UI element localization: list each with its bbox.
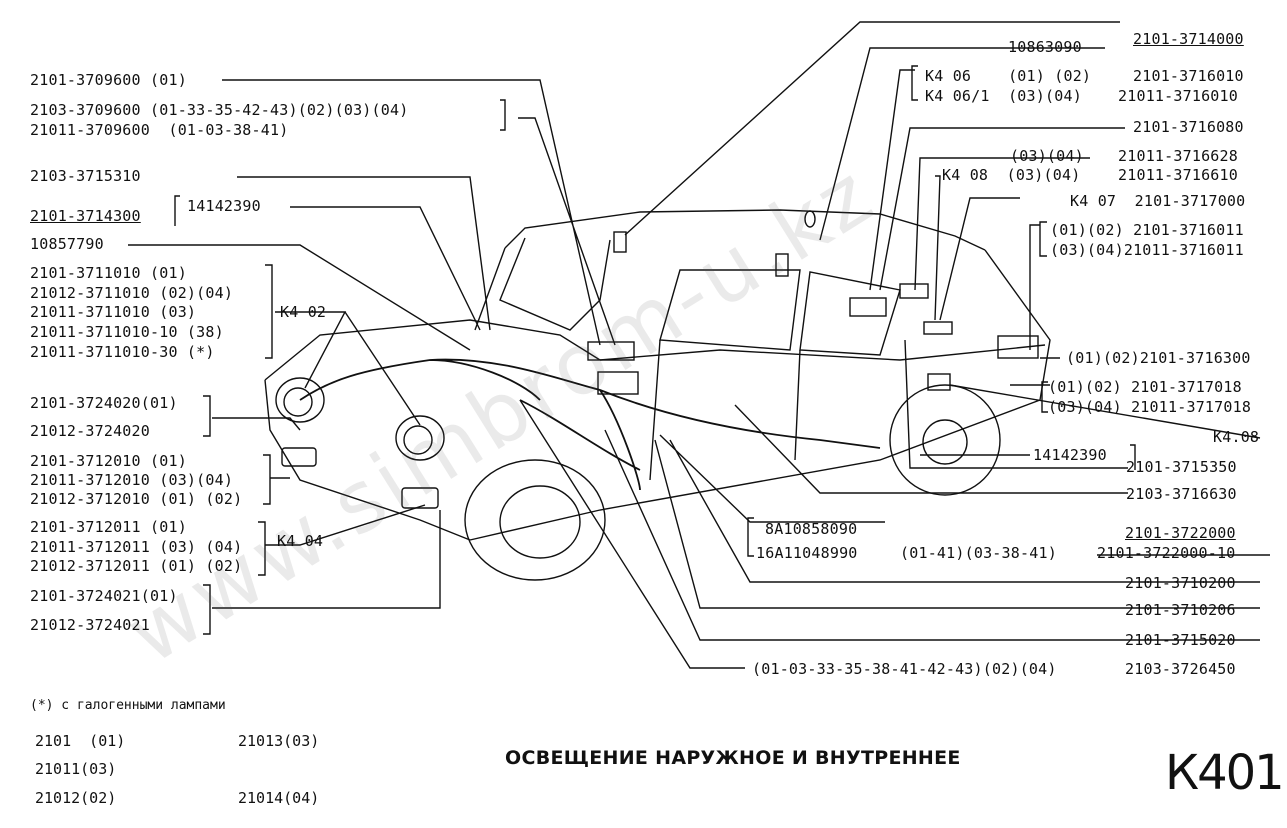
label-2103-3716630: 2103-3716630 [1126, 485, 1237, 503]
label-21012-3712011: 21012-3712011 (01) (02) [30, 557, 243, 575]
label-2101-3712010: 2101-3712010 (01) [30, 452, 187, 470]
headlight-right-inner [403, 425, 433, 455]
headlight-left [275, 377, 325, 423]
interior-lamp [597, 371, 639, 395]
label-8a10858090: 8A10858090 [765, 520, 858, 538]
label-k4-06: K4 06 (01) (02) [925, 67, 1092, 85]
car-hood [264, 319, 601, 381]
label-2101-3716011: (01)(02) 2101-3716011 [1050, 221, 1244, 239]
label-2101-3722000-10: 2101-3722000-10 [1097, 544, 1236, 562]
leader-right [519, 21, 1261, 669]
legend-21013: 21013(03) [238, 732, 320, 750]
label-2101-3722000: 2101-3722000 [1125, 524, 1236, 542]
label-21011-3711010-10: 21011-3711010-10 (38) [30, 323, 224, 341]
label-2101-3712011: 2101-3712011 (01) [30, 518, 187, 536]
label-2101-3724020: 2101-3724020(01) [30, 394, 178, 412]
label-2101-3724021: 2101-3724021(01) [30, 587, 178, 605]
label-21011-3711010: 21011-3711010 (03) [30, 303, 197, 321]
label-2101-3710206: 2101-3710206 [1125, 601, 1236, 619]
label-variants-3726450: (01-03-33-35-38-41-42-43)(02)(04) [752, 660, 1057, 678]
rear-wheel-inner [922, 419, 968, 465]
rear-fog-lamp [923, 321, 953, 335]
plate-lamp [927, 373, 951, 391]
label-14142390-left: 14142390 [187, 197, 261, 215]
label-2101-3715020: 2101-3715020 [1125, 631, 1236, 649]
car-door-line [649, 339, 801, 481]
label-k4-04: K4 04 [277, 532, 324, 550]
rear-lamp-right [997, 335, 1039, 359]
rear-wheel [889, 384, 1001, 496]
label-21011-3712011: 21011-3712011 (03) (04) [30, 538, 243, 556]
label-2101-3716300: (01)(02)2101-3716300 [1066, 349, 1251, 367]
headlight-left-inner [283, 387, 313, 417]
rear-lamp-left [849, 297, 887, 317]
label-3711010-01: 2101-3711010 (01) [30, 264, 187, 282]
legend-21011: 21011(03) [35, 760, 117, 778]
label-k4-07: K4 07 2101-3717000 [1070, 192, 1246, 210]
label-21012-3724020: 21012-3724020 [30, 422, 150, 440]
roof-lamp [804, 210, 816, 228]
label-21011-3717018: (03)(04) 21011-3717018 [1048, 398, 1252, 416]
label-2101-3716010: 2101-3716010 [1133, 67, 1244, 85]
footnote-halogen: (*) с галогенными лампами [30, 698, 226, 713]
label-2103-3715310: 2103-3715310 [30, 167, 141, 185]
label-21011-3716610: 21011-3716610 [1118, 166, 1238, 184]
leader-left [128, 79, 616, 609]
car-roof [504, 209, 986, 251]
car-lower-body [469, 249, 1051, 541]
page-code: К401 [1165, 745, 1285, 801]
label-21011-3716628: 21011-3716628 [1118, 147, 1238, 165]
label-2101-3714000: 2101-3714000 [1133, 30, 1244, 48]
label-3709600-01: 2101-3709600 (01) [30, 71, 187, 89]
car-windshield [474, 237, 611, 331]
headlight-right [395, 415, 445, 461]
label-21012-3712010: 21012-3712010 (01) (02) [30, 490, 243, 508]
label-21012-3711010: 21012-3711010 (02)(04) [30, 284, 234, 302]
trunk-lamp [899, 283, 929, 299]
page-title: ОСВЕЩЕНИЕ НАРУЖНОЕ И ВНУТРЕННЕЕ [505, 747, 961, 769]
label-14142390-right: 14142390 [1033, 446, 1107, 464]
label-21012-3724021: 21012-3724021 [30, 616, 150, 634]
turn-signal-right [401, 487, 439, 509]
legend-21014: 21014(04) [238, 789, 320, 807]
dome-lamp-1 [613, 231, 627, 253]
car-belt-line [599, 344, 1046, 361]
bracket-left [174, 99, 506, 635]
turn-signal-left [281, 447, 317, 467]
label-03-04-628: (03)(04) [1010, 147, 1084, 165]
label-10857790: 10857790 [30, 235, 104, 253]
switch-block [587, 341, 635, 361]
label-k4-08-dot: K4.08 [1213, 428, 1260, 446]
label-2101-3716080: 2101-3716080 [1133, 118, 1244, 136]
dome-lamp-2 [775, 253, 789, 277]
label-10863090: 10863090 [1008, 38, 1082, 56]
label-21011-3716011: (03)(04)21011-3716011 [1050, 241, 1244, 259]
legend-21012: 21012(02) [35, 789, 117, 807]
label-21011-3709600: 21011-3709600 (01-03-38-41) [30, 121, 289, 139]
label-k4-08: K4 08 (03)(04) [942, 166, 1081, 184]
front-wheel [464, 459, 606, 581]
label-2101-3710200: 2101-3710200 [1125, 574, 1236, 592]
label-21011-3712010: 21011-3712010 (03)(04) [30, 471, 234, 489]
label-2101-3717018: (01)(02) 2101-3717018 [1048, 378, 1242, 396]
legend-2101: 2101 (01) [35, 732, 126, 750]
label-16a11048990: 16A11048990 [756, 544, 858, 562]
wiring-harness [299, 358, 881, 491]
car-front [264, 379, 471, 541]
label-21011-3711010-30: 21011-3711010-30 (*) [30, 343, 215, 361]
car-side-windows [659, 269, 901, 356]
label-2101-3715350: 2101-3715350 [1126, 458, 1237, 476]
label-01-41-03-38-41: (01-41)(03-38-41) [900, 544, 1057, 562]
label-k4-02: K4 02 [280, 303, 327, 321]
bracket-right [747, 65, 1136, 557]
label-k4-06-1: K4 06/1 (03)(04) [925, 87, 1082, 105]
label-21011-3716010: 21011-3716010 [1118, 87, 1238, 105]
label-2103-3709600: 2103-3709600 (01-33-35-42-43)(02)(03)(04… [30, 101, 409, 119]
label-2103-3726450: 2103-3726450 [1125, 660, 1236, 678]
label-2101-3714300: 2101-3714300 [30, 207, 141, 225]
front-wheel-inner [499, 485, 581, 559]
